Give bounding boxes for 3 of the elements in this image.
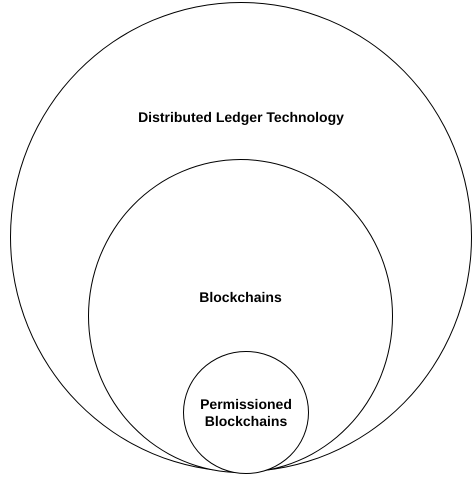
circle-label: Blockchains [199, 289, 282, 306]
circle-label: Permissioned Blockchains [199, 396, 293, 430]
circle-label: Distributed Ledger Technology [138, 109, 344, 126]
